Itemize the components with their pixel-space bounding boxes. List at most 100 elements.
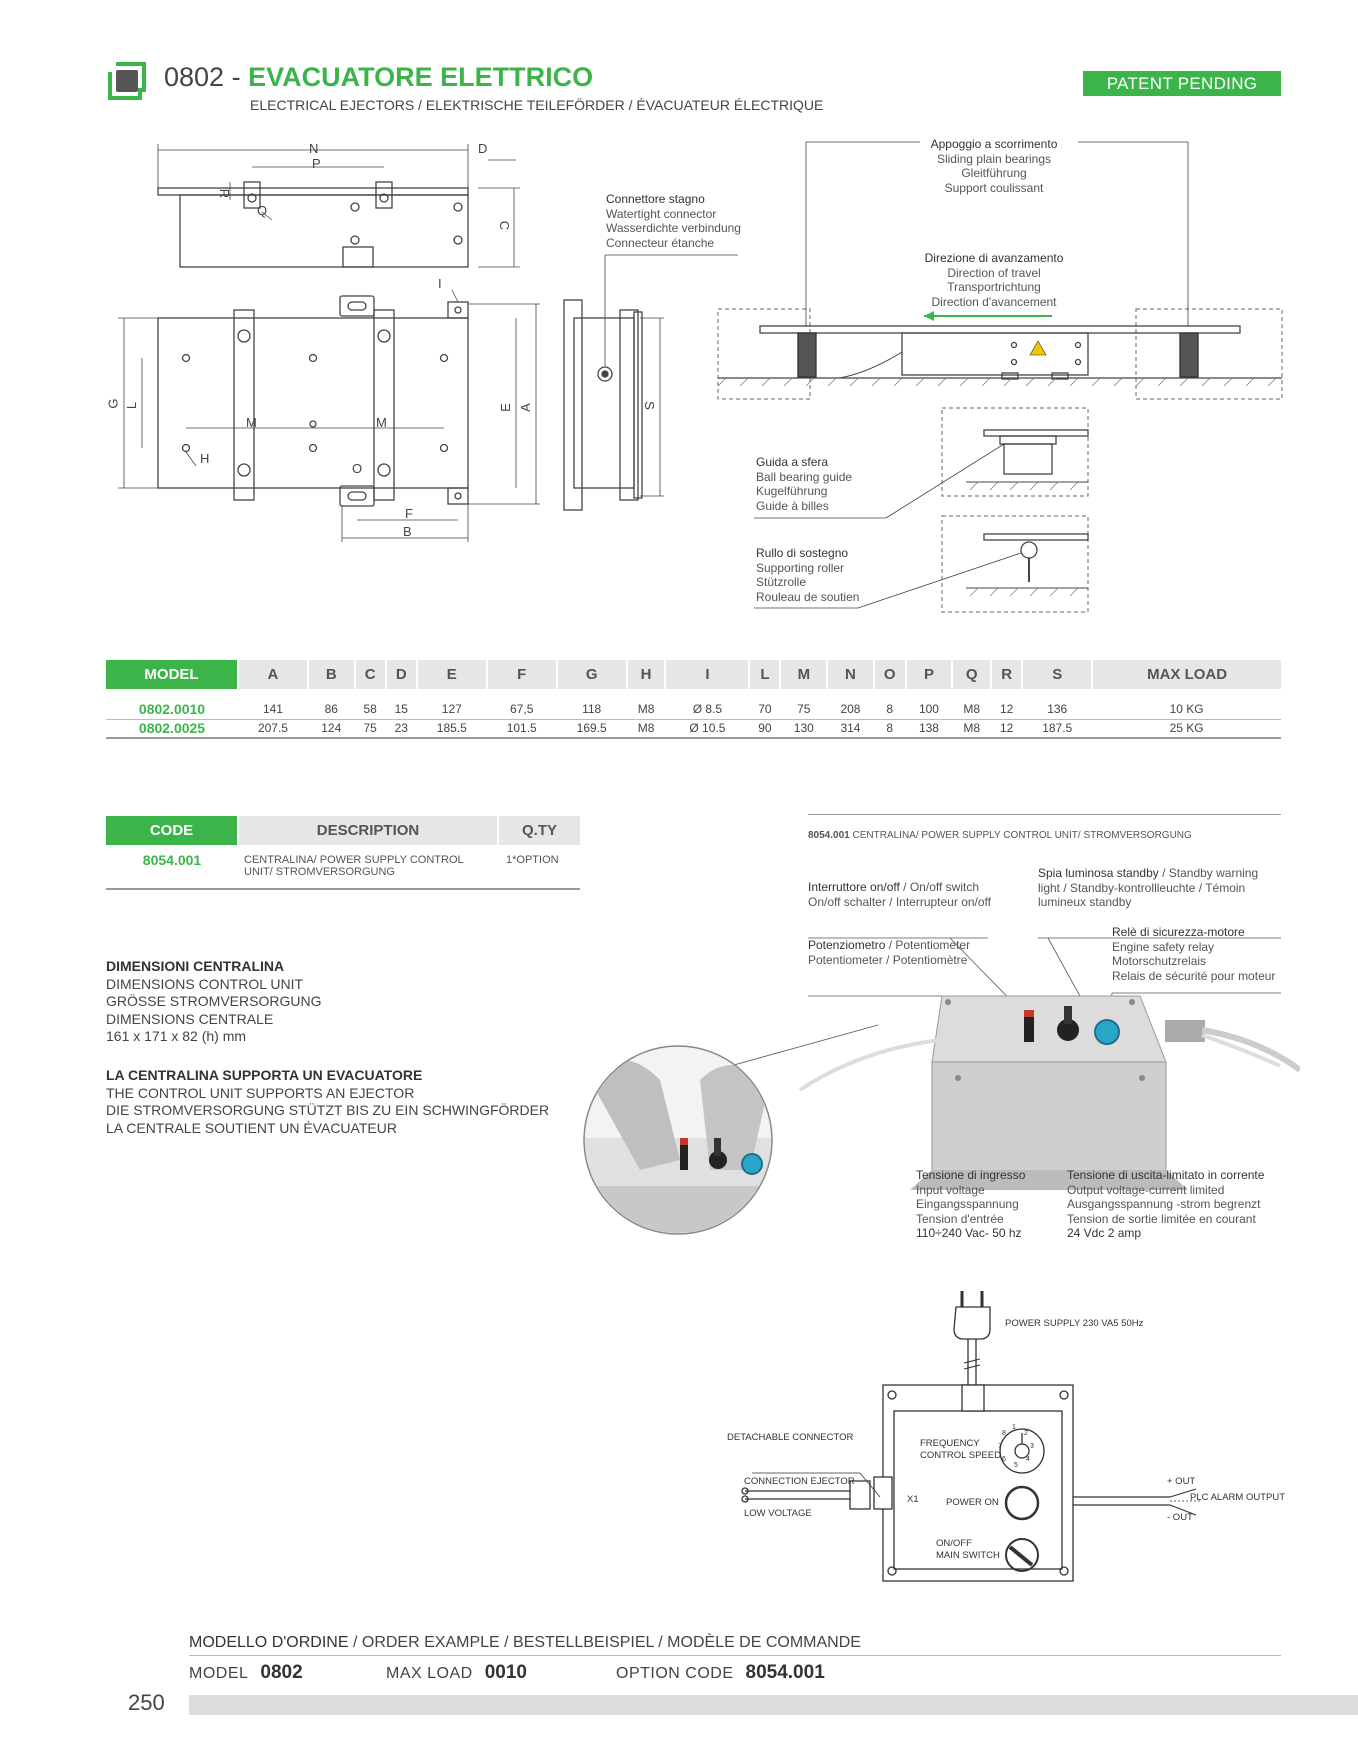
- page-title: 0802 - EVACUATORE ELETTRICO: [164, 62, 594, 92]
- low-voltage-label: LOW VOLTAGE: [744, 1508, 812, 1519]
- dim-c: C: [497, 220, 513, 231]
- table-cell: M8: [952, 718, 992, 739]
- table-cell: 58: [363, 701, 377, 716]
- option-code: 8054.001: [106, 845, 238, 890]
- table-cell: M8: [626, 718, 666, 739]
- dim-p: P: [312, 156, 321, 171]
- col-description: DESCRIPTION: [237, 816, 498, 845]
- table-cell: 208: [840, 701, 861, 716]
- minus-out-label: - OUT: [1167, 1512, 1193, 1523]
- table-cell: 100: [918, 701, 939, 716]
- dial-number: 7: [998, 1443, 1002, 1450]
- col-o: O: [872, 660, 906, 689]
- control-dimensions-block: DIMENSIONI CENTRALINA DIMENSIONS CONTROL…: [106, 958, 322, 1044]
- table-cell: 12: [991, 718, 1023, 739]
- patent-badge: PATENT PENDING: [1083, 71, 1281, 96]
- col-c: C: [353, 660, 386, 689]
- dial-number: 1: [1012, 1424, 1016, 1431]
- dim-f: F: [405, 506, 413, 521]
- dim-s: S: [641, 401, 657, 410]
- table-cell: 10 KG: [1169, 701, 1204, 716]
- model-code: 0802.0025: [106, 718, 238, 739]
- table-cell: 118: [582, 701, 602, 716]
- table-cell: 124: [307, 718, 355, 739]
- brand-logo: [108, 62, 146, 100]
- table-cell: 75: [797, 701, 811, 716]
- model-code: 0802.0010: [138, 700, 206, 717]
- col-model: MODEL: [106, 660, 238, 689]
- dial-number: 5: [1014, 1462, 1018, 1469]
- dim-e: E: [497, 403, 513, 412]
- col-d: D: [384, 660, 417, 689]
- col-f: F: [485, 660, 557, 689]
- col-i: I: [664, 660, 750, 689]
- table-cell: 90: [749, 718, 781, 739]
- col-g: G: [555, 660, 627, 689]
- table-cell: 67,5: [510, 701, 534, 716]
- page-subtitle: ELECTRICAL EJECTORS / ELEKTRISCHE TEILEF…: [250, 97, 824, 113]
- technical-drawing: [118, 141, 1283, 613]
- dim-q: Q: [257, 203, 268, 218]
- unit-caption-rule: [808, 814, 1281, 815]
- table-header-row: CODE DESCRIPTION Q.TY: [106, 816, 580, 845]
- power-supply-label: POWER SUPPLY 230 VA5 50Hz: [1005, 1318, 1144, 1329]
- dim-n: N: [309, 141, 319, 156]
- table-cell: 70: [758, 701, 772, 716]
- table-cell: 130: [780, 718, 828, 739]
- table-cell: 127: [441, 701, 462, 716]
- potentiometer-callout: Potenziometro / Potentiometer Potentiome…: [808, 938, 971, 967]
- col-q: Q: [951, 660, 992, 689]
- table-cell: 15: [394, 701, 408, 716]
- unit-caption: 8054.001 CENTRALINA/ POWER SUPPLY CONTRO…: [808, 830, 1192, 841]
- dim-b: B: [403, 524, 412, 539]
- dial-number: 3: [1030, 1443, 1034, 1450]
- dim-o: O: [352, 461, 363, 476]
- dim-a: A: [517, 403, 533, 412]
- table-cell: M8: [637, 701, 655, 716]
- col-code: CODE: [106, 816, 238, 845]
- model-dimensions-table: MODEL A B C D E F G H I L M N O P Q R S …: [106, 660, 1281, 739]
- col-b: B: [306, 660, 355, 689]
- plus-out-label: + OUT: [1167, 1476, 1196, 1487]
- table-cell: 25 KG: [1092, 718, 1281, 739]
- col-p: P: [904, 660, 953, 689]
- dial-number: 2: [1024, 1430, 1028, 1437]
- col-qty: Q.TY: [497, 816, 580, 845]
- table-cell: 8: [873, 718, 906, 739]
- option-description: CENTRALINA/ POWER SUPPLY CONTROL UNIT/ S…: [238, 845, 498, 890]
- table-cell: 185.5: [416, 718, 487, 739]
- col-e: E: [415, 660, 487, 689]
- table-cell: 169.5: [556, 718, 627, 739]
- table-row: 8054.001 CENTRALINA/ POWER SUPPLY CONTRO…: [106, 845, 580, 890]
- wiring-diagram: [741, 1291, 1200, 1582]
- table-cell: 187.5: [1022, 718, 1093, 739]
- frequency-label: FREQUENCY: [920, 1438, 980, 1449]
- onoff-label: ON/OFF: [936, 1538, 972, 1549]
- option-code-table: CODE DESCRIPTION Q.TY 8054.001 CENTRALIN…: [106, 816, 580, 890]
- dial-number: 6: [1002, 1456, 1006, 1463]
- dim-g: G: [105, 398, 121, 409]
- standby-callout: Spia luminosa standby / Standby warning …: [1038, 866, 1259, 909]
- footer-bar: [189, 1695, 1358, 1715]
- col-l: L: [748, 660, 781, 689]
- dim-r: R: [217, 188, 233, 199]
- table-cell: 136: [1047, 701, 1068, 716]
- page-number: 250: [128, 1690, 165, 1715]
- x1-label: X1: [907, 1494, 919, 1505]
- main-switch-label: MAIN SWITCH: [936, 1550, 1000, 1561]
- col-max-load: MAX LOAD: [1091, 660, 1281, 689]
- power-on-label: POWER ON: [946, 1497, 999, 1508]
- control-speed-label: CONTROL SPEED: [920, 1450, 1001, 1461]
- table-cell: Ø 8.5: [692, 701, 723, 716]
- detachable-connector-label: DETACHABLE CONNECTOR: [727, 1432, 854, 1443]
- connection-ejector-label: CONNECTION EJECTOR: [744, 1476, 855, 1487]
- col-a: A: [237, 660, 308, 689]
- order-rule: [189, 1655, 1281, 1656]
- control-support-block: LA CENTRALINA SUPPORTA UN EVACUATORE THE…: [106, 1067, 550, 1136]
